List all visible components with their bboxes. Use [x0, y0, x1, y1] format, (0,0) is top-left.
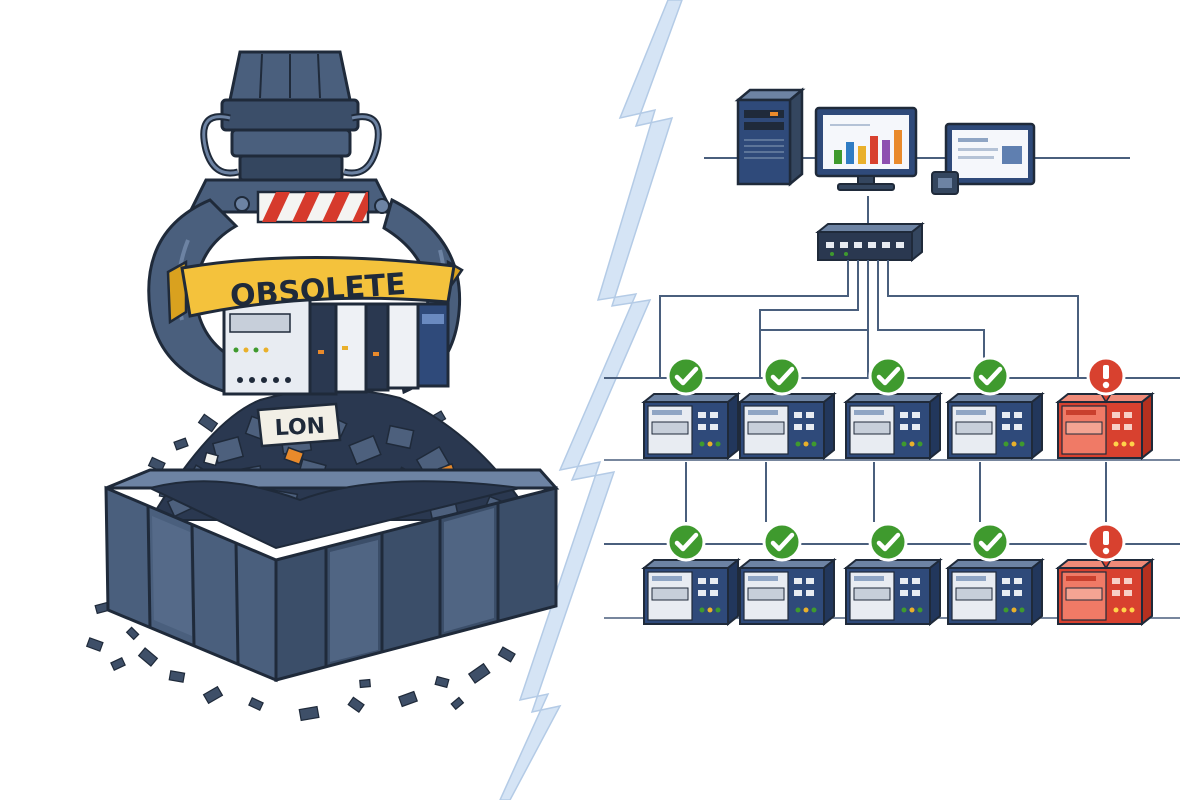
controller-icon: [945, 557, 1045, 627]
checkmark-icon: [762, 522, 802, 562]
checkmark-icon: [970, 356, 1010, 396]
monitor-dashboard-icon: [931, 122, 1036, 195]
grabbed-devices: [222, 298, 450, 396]
monitor-chart-icon: [814, 106, 918, 191]
controller-icon: [641, 391, 741, 461]
obsolete-banner: OBSOLETE: [166, 255, 464, 325]
checkmark-icon: [868, 356, 908, 396]
checkmark-icon: [666, 522, 706, 562]
scrap-grapple-icon: OBSOLETE LON: [147, 50, 464, 448]
controller-icon: [1055, 557, 1155, 627]
network-scene: [604, 87, 1180, 627]
controller-grid: [641, 356, 1155, 627]
controller-icon: [843, 391, 943, 461]
lon-label: LON: [274, 414, 326, 442]
scrap-scene: OBSOLETE LON: [85, 50, 560, 722]
checkmark-icon: [762, 356, 802, 396]
controller-icon: [737, 557, 837, 627]
distribution-wiring: [659, 260, 1079, 378]
controller-icon: [945, 391, 1045, 461]
server-tower-icon: [734, 87, 806, 187]
checkmark-icon: [868, 522, 908, 562]
controller-icon: [737, 391, 837, 461]
controller-icon: [641, 557, 741, 627]
alert-icon: [1086, 356, 1126, 404]
checkmark-icon: [970, 522, 1010, 562]
network-switch-icon: [815, 221, 925, 263]
lightning-divider: [499, 0, 683, 800]
scrap-bin-icon: [104, 468, 560, 683]
lon-tag: LON: [256, 402, 342, 448]
checkmark-icon: [666, 356, 706, 396]
controller-icon: [843, 557, 943, 627]
controller-icon: [1055, 391, 1155, 461]
alert-icon: [1086, 522, 1126, 570]
